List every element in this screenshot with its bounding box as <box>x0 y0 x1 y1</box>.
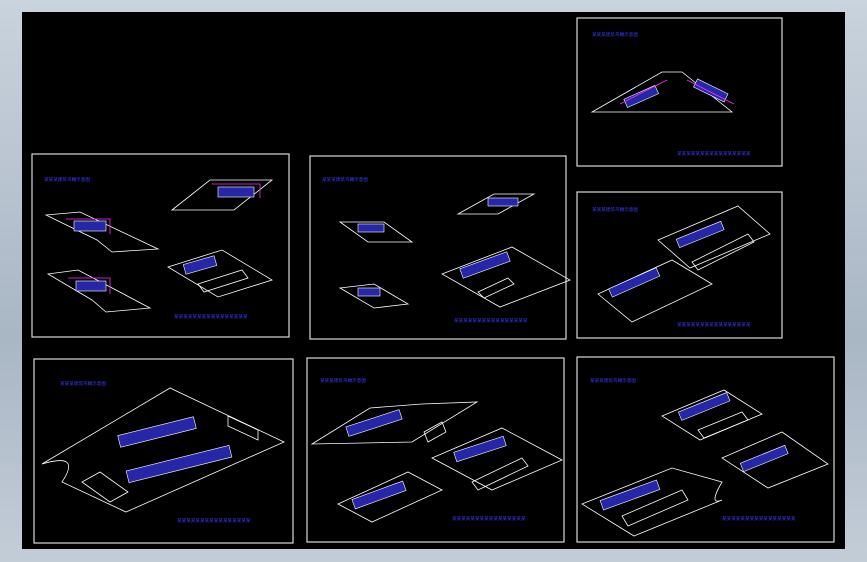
panel-6[interactable]: 某某某建筑鸟瞰示意图 某某某某某某某某某某某某某某某某 <box>306 357 565 543</box>
panel-2-title: 某某某建筑鸟瞰示意图 <box>44 176 90 183</box>
panel-3[interactable]: 某某某建筑鸟瞰示意图 某某某某某某某某某某某某某某某某 <box>309 155 571 340</box>
building-block-outline <box>197 269 249 293</box>
building-block <box>599 479 661 511</box>
panel-3-title: 某某某建筑鸟瞰示意图 <box>322 176 368 183</box>
site-plane <box>597 259 713 323</box>
building-block-outline <box>227 415 259 441</box>
panel-1-frame <box>576 17 783 167</box>
panel-1-note: 某某某某某某某某某某某某某某某某 <box>677 151 751 157</box>
building-block <box>608 267 661 298</box>
building-block <box>739 444 789 473</box>
building-block <box>182 255 218 275</box>
panel-4-title: 某某某建筑鸟瞰示意图 <box>592 206 638 213</box>
dimension-line <box>619 79 735 105</box>
building-block <box>459 251 511 279</box>
panel-2[interactable]: 某某某建筑鸟瞰示意图 某某某某某某某某某某某某某某某某 <box>31 153 290 338</box>
model-space: 某某某建筑鸟瞰示意图 某某某某某某某某某某某某某某某某 某某某建筑鸟瞰示意图 某… <box>31 17 835 544</box>
building-block <box>75 280 107 292</box>
site-plane <box>721 431 829 489</box>
building-block <box>357 223 385 233</box>
site-plane <box>41 387 285 513</box>
site-plane <box>310 401 479 445</box>
building-block <box>357 287 381 297</box>
building-block <box>678 392 731 421</box>
panel-4-note: 某某某某某某某某某某某某某某某某 <box>677 322 751 328</box>
building-block <box>345 409 403 437</box>
drawing-canvas[interactable]: 某某某建筑鸟瞰示意图 某某某某某某某某某某某某某某某某 某某某建筑鸟瞰示意图 某… <box>22 12 845 549</box>
site-plane <box>338 221 414 243</box>
site-plane <box>657 205 771 269</box>
building-block <box>217 186 255 198</box>
site-plane <box>431 427 563 491</box>
panel-6-frame <box>306 357 565 543</box>
panel-7-frame <box>576 356 835 543</box>
panel-3-frame <box>309 155 567 340</box>
panel-4[interactable]: 某某某建筑鸟瞰示意图 某某某某某某某某某某某某某某某某 <box>576 191 783 339</box>
building-block <box>117 416 197 448</box>
panel-1[interactable]: 某某某建筑鸟瞰示意图 某某某某某某某某某某某某某某某某 <box>576 17 783 167</box>
dimension-line <box>212 183 261 198</box>
building-block-outline <box>81 471 129 503</box>
dimension-line <box>68 277 111 294</box>
panel-1-title: 某某某建筑鸟瞰示意图 <box>592 31 638 38</box>
dimension-line <box>66 218 111 234</box>
site-plane <box>661 389 763 441</box>
site-plane <box>167 249 273 298</box>
panel-4-frame <box>576 191 783 339</box>
building-block <box>453 435 507 463</box>
panel-6-title: 某某某建筑鸟瞰示意图 <box>320 377 366 384</box>
site-plane <box>170 179 274 211</box>
panel-5-title: 某某某建筑鸟瞰示意图 <box>60 380 106 387</box>
building-block-outline <box>423 421 447 443</box>
building-block-outline <box>621 489 689 527</box>
building-block <box>675 220 725 249</box>
panel-3-note: 某某某某某某某某某某某某某某某某 <box>454 318 528 324</box>
panel-6-note: 某某某某某某某某某某某某某某某某 <box>452 516 526 522</box>
panel-7[interactable]: 某某某建筑鸟瞰示意图 某某某某某某某某某某某某某某某某 <box>576 356 835 543</box>
building-block <box>487 197 519 207</box>
panel-2-frame <box>31 153 290 338</box>
building-block <box>351 480 407 510</box>
panel-7-note: 某某某某某某某某某某某某某某某某 <box>722 516 796 522</box>
building-block <box>623 85 659 108</box>
building-block <box>125 444 233 484</box>
site-plane <box>441 246 571 308</box>
building-block-outline <box>471 457 529 491</box>
building-block-outline <box>477 277 515 299</box>
panel-7-title: 某某某建筑鸟瞰示意图 <box>590 377 636 384</box>
site-plane <box>337 471 443 523</box>
site-plane <box>44 211 160 253</box>
building-block-outline <box>697 411 749 439</box>
site-plane <box>581 467 723 537</box>
site-plane <box>590 71 734 113</box>
site-plane <box>456 193 536 215</box>
building-block-outline <box>691 233 755 271</box>
building-block <box>73 220 107 232</box>
panel-5-note: 某某某某某某某某某某某某某某某某 <box>177 518 251 524</box>
panel-5[interactable]: 某某某建筑鸟瞰示意图 某某某某某某某某某某某某某某某某 <box>33 358 294 544</box>
site-plane <box>46 269 152 313</box>
panel-5-frame <box>33 358 294 544</box>
panel-2-note: 某某某某某某某某某某某某某某某某 <box>174 314 248 320</box>
site-plane <box>338 283 410 309</box>
